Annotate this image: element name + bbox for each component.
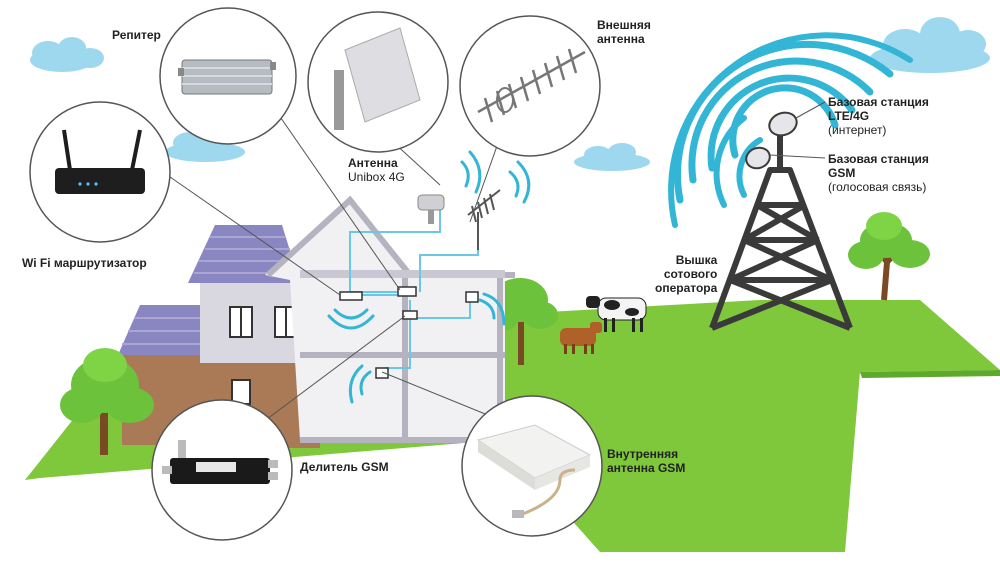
label-tower-line2: сотового [663,267,718,281]
label-wifi-router: Wi Fi маршрутизатор [22,256,147,270]
indoor-antenna-upper [465,291,479,303]
label-splitter: Делитель GSM [300,460,389,474]
label-bs-gsm-line3: (голосовая связь) [828,180,927,194]
label-external-antenna-line1: Внешняя [597,18,651,32]
label-repeater-text: Репитер [112,28,161,42]
label-tower: Вышка сотового оператора [655,253,717,295]
label-external-antenna-line2: антенна [597,32,645,46]
windows [229,306,298,405]
label-bs-lte: Базовая станция LTE/4G (интернет) [828,95,929,137]
main-roof-lines [194,236,296,274]
label-repeater: Репитер [112,28,161,42]
cables [349,200,479,369]
label-bs-gsm-line1: Базовая станция [828,152,929,166]
roof-signal-waves [460,150,531,204]
label-tower-line3: оператора [655,281,718,295]
dish-lte [745,111,798,170]
tree-right [848,212,930,301]
indoor-repeater [397,286,417,297]
tree-left [60,348,154,455]
indoor-waves [327,292,506,404]
callout-yagi [459,15,601,157]
label-external-antenna: Внешняя антенна [597,18,651,46]
indoor-splitter [402,310,418,320]
indoor-router [339,291,363,301]
indoor-antenna-lower [375,367,389,379]
label-bs-gsm-line2: GSM [828,166,856,180]
left-wing-roof-lines [122,317,200,345]
label-bs-lte-line3: (интернет) [828,123,887,137]
yagi-antenna-roof [467,189,501,250]
pointer-gsm [769,154,826,159]
callout-internal-antenna [461,395,603,537]
unibox-antenna-roof [417,194,445,224]
attic-floor [300,270,505,278]
label-bs-lte-line1: Базовая станция [828,95,929,109]
label-internal-antenna-line2: антенна GSM [607,461,686,475]
callout-repeater [159,7,297,145]
cloud-center [574,143,650,171]
cell-tower [709,120,853,331]
ground-edge [860,370,1000,378]
cow-brown [560,322,602,354]
label-internal-antenna-line1: Внутренняя [607,447,679,461]
pointer-lines [159,94,509,429]
label-wifi-router-text: Wi Fi маршрутизатор [22,256,147,270]
label-splitter-text: Делитель GSM [300,460,389,474]
callout-router [29,101,171,243]
pointer-lte [795,101,826,119]
label-unibox-line2: Unibox 4G [348,170,405,184]
label-unibox-line1: Антенна [348,156,398,170]
label-tower-line1: Вышка [675,253,718,267]
house-sketch-wall [265,200,505,440]
cow-white [586,296,647,332]
cloud-right [870,17,990,73]
label-internal-antenna: Внутренняя антенна GSM [607,447,685,475]
label-unibox: Антенна Unibox 4G [348,156,405,184]
tower-signal-waves [668,32,913,228]
label-bs-lte-line2: LTE/4G [828,109,870,123]
cloud-left [30,37,104,72]
label-bs-gsm: Базовая станция GSM (голосовая связь) [828,152,929,194]
callout-splitter [151,399,293,541]
callout-unibox [307,11,449,153]
